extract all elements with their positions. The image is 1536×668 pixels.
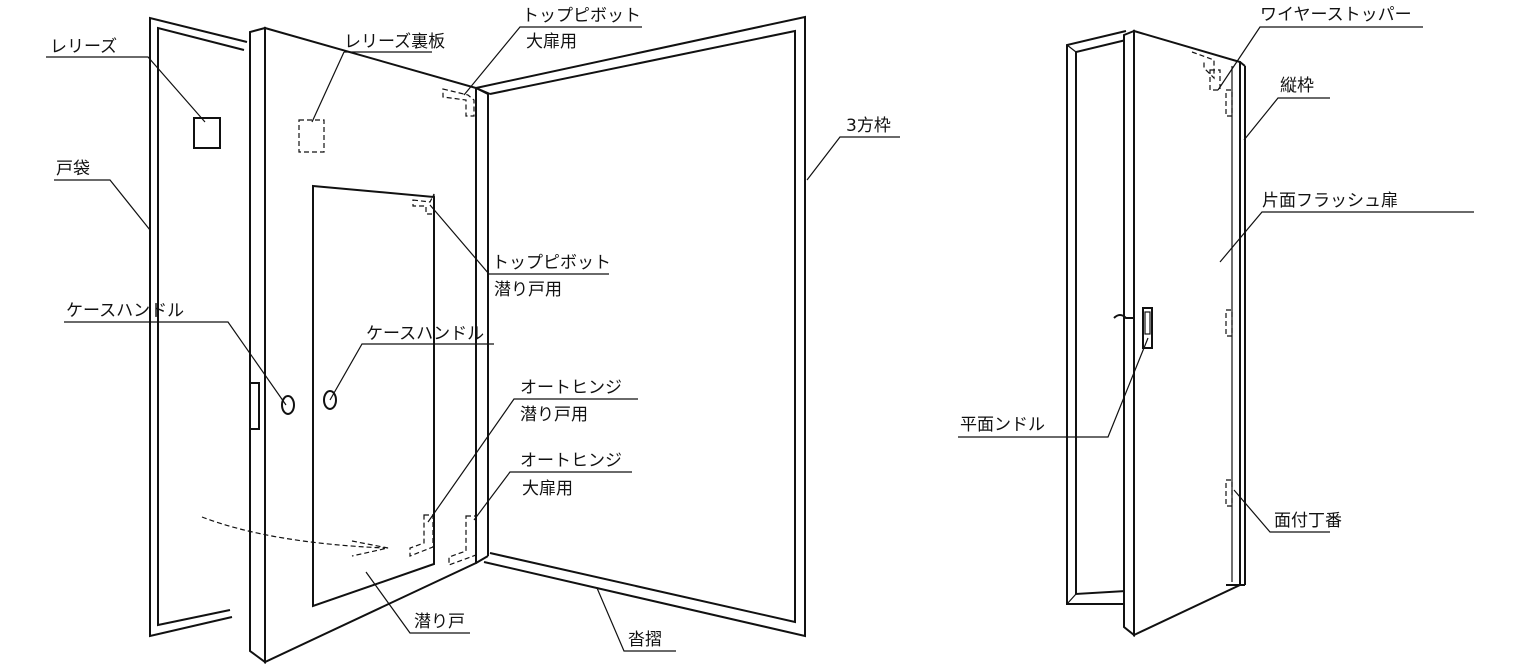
auto-hinge-main-mark xyxy=(448,515,477,566)
label-auto-hinge-wicket-2: 潜り戸用 xyxy=(520,405,588,425)
case-handle-outer-mark xyxy=(281,395,295,415)
label-auto-hinge-wicket-1: オートヒンジ xyxy=(520,378,622,398)
label-flush-door: 片面フラッシュ扉 xyxy=(1262,191,1398,211)
door-pocket-panel xyxy=(149,16,248,638)
label-release: レリーズ xyxy=(50,37,117,57)
label-release-backplate: レリーズ裏板 xyxy=(344,31,445,52)
left-door-figure: レリーズ レリーズ裏板 トップピボット 大扉用 3方枠 戸袋 トップピボット 潜… xyxy=(46,6,900,664)
wicket-door xyxy=(312,184,435,608)
case-handle-inner-mark xyxy=(323,390,337,410)
label-wire-stopper: ワイヤーストッパー xyxy=(1260,5,1412,25)
label-auto-hinge-main-1: オートヒンジ xyxy=(520,451,622,471)
release-backplate-mark xyxy=(298,119,325,153)
right-door-figure: ワイヤーストッパー 縦枠 片面フラッシュ扉 平面ンドル 面付丁番 xyxy=(958,5,1474,638)
label-case-handle-inner: ケースハンドル xyxy=(366,324,484,344)
label-wicket-door: 潜り戸 xyxy=(414,612,465,632)
label-surface-hinge: 面付丁番 xyxy=(1274,511,1342,531)
label-case-handle-outer: ケースハンドル xyxy=(66,301,184,321)
label-top-pivot-main-2: 大扉用 xyxy=(526,32,577,52)
three-side-frame-outline xyxy=(475,15,806,638)
label-three-side-frame: 3方枠 xyxy=(846,116,891,136)
leader-lines-right xyxy=(958,26,1474,533)
main-door-leaf xyxy=(249,26,489,664)
label-top-pivot-main-1: トップピボット xyxy=(522,6,641,26)
hinge-mid-mark xyxy=(1225,309,1233,337)
swing-arrow xyxy=(201,516,389,557)
flat-handle-mark xyxy=(1113,307,1153,349)
label-door-pocket: 戸袋 xyxy=(56,159,90,179)
leader-lines-left xyxy=(46,26,900,652)
label-top-pivot-wicket-1: トップピボット xyxy=(492,253,611,273)
label-vertical-frame: 縦枠 xyxy=(1280,76,1314,96)
top-pivot-wicket-mark xyxy=(412,193,435,215)
hinge-top-mark xyxy=(1225,89,1233,117)
label-threshold: 沓摺 xyxy=(628,630,662,650)
edge-handle-slot xyxy=(249,382,260,430)
label-flat-handle: 平面ンドル xyxy=(960,415,1045,435)
label-auto-hinge-main-2: 大扉用 xyxy=(522,479,573,499)
top-pivot-main-mark xyxy=(442,88,475,117)
release-mark xyxy=(193,117,221,149)
label-top-pivot-wicket-2: 潜り戸用 xyxy=(494,280,562,300)
hinge-bottom-mark xyxy=(1225,479,1233,507)
flush-door-leaf xyxy=(1113,29,1246,638)
